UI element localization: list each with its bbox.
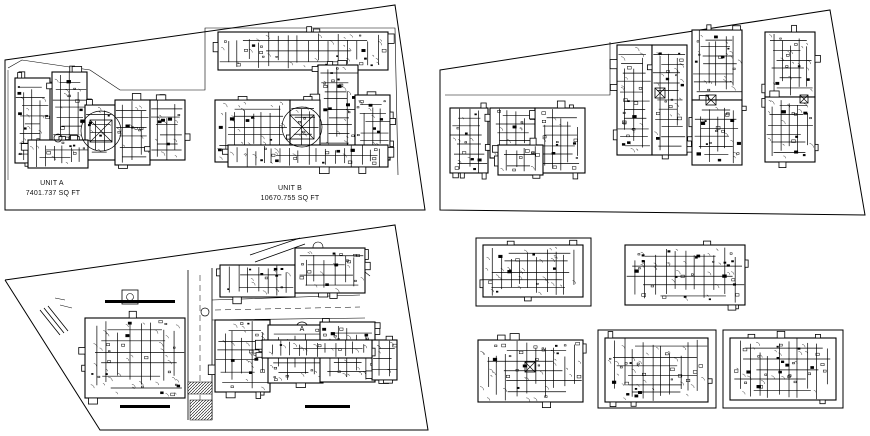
floor-plan-sheets (475, 237, 844, 409)
floor-plan-block (761, 90, 819, 168)
floor-plan-block (479, 239, 584, 302)
site-plan-top-left (4, 4, 426, 211)
site-building-footprints (78, 247, 398, 405)
stair-core (705, 94, 717, 106)
stair-core (799, 94, 809, 104)
floor-plan-block (20, 134, 89, 169)
stair-core (89, 119, 113, 143)
floor-plan-block (212, 26, 395, 71)
floor-plan-block (311, 60, 362, 161)
floor-plan-block (216, 264, 301, 305)
stair-core (654, 87, 666, 99)
unit-b-area: 10670.755 SQ FT (260, 195, 320, 202)
floor-plan-block (761, 24, 821, 101)
courtyard-ring (80, 110, 122, 152)
unit-a-floor-plan (14, 65, 191, 169)
courtyard-ring (281, 106, 323, 148)
floor-plan-block (254, 339, 376, 359)
unit-a-area: 7401.737 SQ FT (25, 190, 81, 197)
floor-plan-block (624, 240, 749, 311)
courtyard-ring (53, 133, 63, 143)
floor-plan-block (144, 94, 191, 161)
floor-plan-block (691, 24, 743, 106)
floor-plan-block (604, 331, 713, 407)
floor-plan-block (294, 247, 371, 299)
floor-plan-block (78, 310, 186, 405)
floor-plan-block (687, 95, 747, 166)
tower-floor-plans (449, 24, 821, 180)
floor-plan-block (14, 71, 56, 167)
floor-plan-block (221, 144, 395, 174)
floor-plan-block (609, 44, 657, 156)
floor-plan-block (449, 102, 489, 180)
unit-b-floor-plan (212, 26, 396, 174)
floor-plan-block (492, 137, 544, 179)
unit-a-label: UNIT A (40, 180, 64, 187)
floor-plan-block (365, 335, 398, 384)
floor-plan-block (729, 330, 837, 405)
individual-floor-plans (477, 239, 837, 409)
floor-plan-block (477, 333, 587, 409)
unit-b-label: UNIT B (277, 185, 303, 192)
floor-plan-block (646, 44, 695, 160)
circle-marker: A (300, 326, 305, 333)
stair-core (524, 361, 536, 373)
stair-core (289, 114, 315, 140)
floor-plan-block (207, 319, 271, 399)
